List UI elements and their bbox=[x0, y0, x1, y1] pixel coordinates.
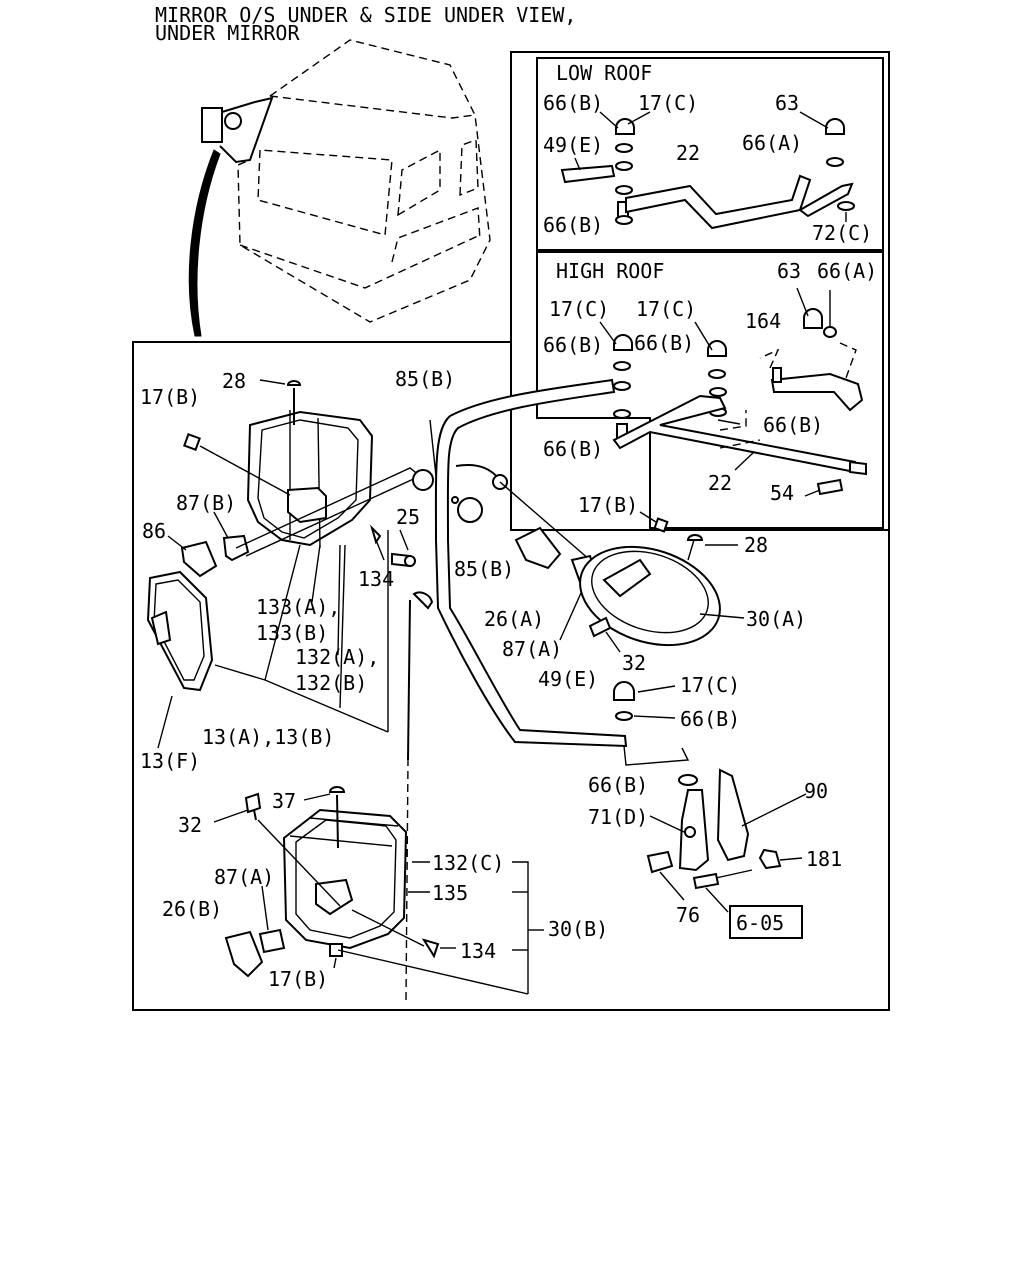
label-17b: 17(B) bbox=[578, 493, 638, 517]
mirror-stay-tube bbox=[434, 378, 628, 748]
label-135: 135 bbox=[432, 881, 468, 905]
cap-26b-icon bbox=[224, 930, 264, 978]
label-13f: 13(F) bbox=[140, 749, 200, 773]
label-132a: 132(A), bbox=[295, 645, 379, 669]
label-133a: 133(A), bbox=[256, 595, 340, 619]
label-30b: 30(B) bbox=[548, 917, 608, 941]
label-63: 63 bbox=[777, 259, 801, 283]
stay-rod-22-icon bbox=[612, 394, 856, 474]
cab-mirror-icon bbox=[201, 107, 223, 143]
high-roof-frame bbox=[536, 251, 884, 529]
mirror-bracket bbox=[315, 878, 354, 916]
washer-icon bbox=[615, 161, 633, 171]
header-line-1: MIRROR O/S UNDER & SIDE UNDER VIEW, bbox=[155, 3, 576, 27]
label-87b: 87(B) bbox=[176, 491, 236, 515]
label-85b: 85(B) bbox=[395, 367, 455, 391]
main-labels: 28 17(B) 85(B) 87(B) 86 25 134 133(A), 1… bbox=[140, 367, 842, 991]
label-134: 134 bbox=[358, 567, 394, 591]
label-66b: 66(B) bbox=[680, 707, 740, 731]
rod-end-icon bbox=[560, 164, 616, 184]
bracket-90 bbox=[716, 768, 750, 862]
mirror-bracket bbox=[602, 558, 652, 598]
label-17c: 17(C) bbox=[680, 673, 740, 697]
label-30a: 30(A) bbox=[746, 607, 806, 631]
label-26a: 26(A) bbox=[484, 607, 544, 631]
label-63: 63 bbox=[775, 91, 799, 115]
label-22: 22 bbox=[676, 141, 700, 165]
stay-rod-icon bbox=[625, 174, 812, 230]
cap-86-icon bbox=[180, 540, 218, 578]
label-17b: 17(B) bbox=[268, 967, 328, 991]
cap-nut-icon bbox=[615, 118, 635, 135]
roof-inset: LOW ROOF HIGH ROOF 66(B) 17(C) 63 49(E) … bbox=[510, 51, 890, 531]
label-71d: 71(D) bbox=[588, 805, 648, 829]
label-66b: 66(B) bbox=[588, 773, 648, 797]
washer-icon bbox=[615, 143, 633, 153]
label-66b: 66(B) bbox=[543, 437, 603, 461]
label-134: 134 bbox=[460, 939, 496, 963]
mirror-13f bbox=[146, 570, 214, 692]
main-assembly bbox=[146, 378, 807, 1001]
grommet-icon bbox=[412, 469, 434, 491]
label-86: 86 bbox=[142, 519, 166, 543]
label-26b: 26(B) bbox=[162, 897, 222, 921]
label-66b: 66(B) bbox=[634, 331, 694, 355]
low-roof-frame bbox=[536, 57, 884, 251]
label-17c: 17(C) bbox=[549, 297, 609, 321]
label-66b: 66(B) bbox=[763, 413, 823, 437]
convex-mirror-30a bbox=[579, 545, 721, 647]
mirror-bracket bbox=[287, 486, 327, 524]
nut-icon bbox=[183, 433, 201, 451]
low-roof-title: LOW ROOF bbox=[556, 61, 652, 85]
label-17c: 17(C) bbox=[636, 297, 696, 321]
label-13ab: 13(A),13(B) bbox=[202, 725, 334, 749]
washer-icon bbox=[615, 185, 633, 195]
bracket-164-icon bbox=[770, 372, 864, 412]
label-66b: 66(B) bbox=[543, 213, 603, 237]
label-66a: 66(A) bbox=[817, 259, 877, 283]
label-6-05: 6-05 bbox=[736, 911, 784, 935]
plate-181 bbox=[758, 848, 782, 870]
nut-icon bbox=[329, 943, 343, 957]
label-85b: 85(B) bbox=[454, 557, 514, 581]
cap-nut-icon bbox=[825, 118, 845, 135]
label-132c: 132(C) bbox=[432, 851, 504, 875]
label-17c: 17(C) bbox=[638, 91, 698, 115]
label-49e: 49(E) bbox=[543, 133, 603, 157]
reference-box-6-05 bbox=[729, 905, 803, 939]
grommet-85b bbox=[457, 497, 483, 523]
label-32: 32 bbox=[178, 813, 202, 837]
label-181: 181 bbox=[806, 847, 842, 871]
clip-87a-icon bbox=[258, 928, 286, 954]
label-164: 164 bbox=[745, 309, 781, 333]
main-frame bbox=[132, 341, 890, 1011]
label-87a: 87(A) bbox=[214, 865, 274, 889]
upper-mirror-housing bbox=[246, 410, 374, 547]
high-roof-title: HIGH ROOF bbox=[556, 259, 664, 283]
label-28: 28 bbox=[744, 533, 768, 557]
label-28: 28 bbox=[222, 369, 246, 393]
label-54: 54 bbox=[770, 481, 794, 505]
label-22: 22 bbox=[708, 471, 732, 495]
header-line-2: UNDER MIRROR bbox=[155, 21, 300, 45]
cap-26a-icon bbox=[514, 526, 562, 570]
label-76: 76 bbox=[676, 903, 700, 927]
label-132b: 132(B) bbox=[295, 671, 367, 695]
label-72c: 72(C) bbox=[812, 221, 872, 245]
cab-illustration bbox=[188, 39, 491, 337]
label-66a: 66(A) bbox=[742, 131, 802, 155]
label-133b: 133(B) bbox=[256, 621, 328, 645]
bolt-76 bbox=[646, 850, 674, 874]
label-49e: 49(E) bbox=[538, 667, 598, 691]
label-37: 37 bbox=[272, 789, 296, 813]
label-32: 32 bbox=[622, 651, 646, 675]
label-66b: 66(B) bbox=[543, 91, 603, 115]
label-90: 90 bbox=[804, 779, 828, 803]
label-66b: 66(B) bbox=[543, 333, 603, 357]
label-17b: 17(B) bbox=[140, 385, 200, 409]
label-87a: 87(A) bbox=[502, 637, 562, 661]
label-25: 25 bbox=[396, 505, 420, 529]
